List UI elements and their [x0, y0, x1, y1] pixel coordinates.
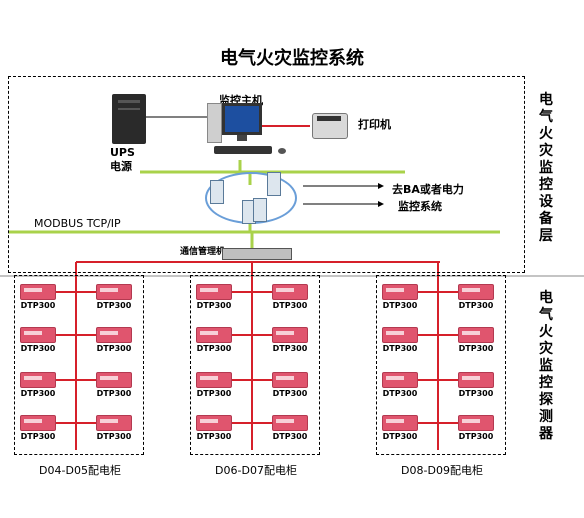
cabinet-label: D04-D05配电柜: [39, 464, 121, 477]
dtp300-device-icon: [96, 415, 132, 431]
dtp300-label: DTP300: [20, 389, 56, 398]
dtp300-device-icon: [382, 415, 418, 431]
printer-label: 打印机: [358, 118, 391, 131]
dtp300-device-icon: [272, 284, 308, 300]
dtp300-label: DTP300: [96, 389, 132, 398]
dtp300-device-icon: [458, 284, 494, 300]
dtp300-label: DTP300: [96, 432, 132, 441]
dtp300-label: DTP300: [196, 432, 232, 441]
monitor-stand: [237, 135, 247, 141]
dtp300-label: DTP300: [272, 301, 308, 310]
cabinet-label: D08-D09配电柜: [401, 464, 483, 477]
dtp300-device-icon: [196, 327, 232, 343]
dtp300-device-icon: [272, 415, 308, 431]
dtp300-label: DTP300: [196, 301, 232, 310]
dtp300-device-icon: [96, 284, 132, 300]
diagram-title: 电气火灾监控系统: [220, 48, 364, 69]
dtp300-device-icon: [20, 284, 56, 300]
dtp300-label: DTP300: [382, 344, 418, 353]
dtp300-device-icon: [196, 284, 232, 300]
ups-icon: [112, 94, 146, 144]
dtp300-device-icon: [96, 327, 132, 343]
dtp300-label: DTP300: [96, 301, 132, 310]
dtp300-device-icon: [272, 372, 308, 388]
dtp300-device-icon: [458, 327, 494, 343]
dtp300-device-icon: [20, 327, 56, 343]
keyboard-icon: [214, 146, 272, 154]
device-layer-label: 电气火灾监控设备层: [539, 92, 553, 244]
dtp300-device-icon: [382, 284, 418, 300]
dtp300-device-icon: [196, 415, 232, 431]
cabinet-region-1: [14, 275, 144, 455]
dtp300-label: DTP300: [20, 344, 56, 353]
dtp300-device-icon: [20, 415, 56, 431]
dtp300-device-icon: [96, 372, 132, 388]
ba-text-line1: 去BA或者电力: [392, 183, 464, 196]
dtp300-device-icon: [382, 327, 418, 343]
dtp300-device-icon: [458, 415, 494, 431]
dtp300-label: DTP300: [196, 344, 232, 353]
dtp300-label: DTP300: [20, 432, 56, 441]
comm-manager-icon: [222, 248, 292, 260]
bus-label: MODBUS TCP/IP: [34, 217, 121, 230]
monitor-icon: [222, 103, 262, 135]
dtp300-label: DTP300: [458, 301, 494, 310]
comm-manager-label: 通信管理机: [180, 247, 226, 257]
ups-label-line2: 电源: [110, 160, 132, 173]
dtp300-device-icon: [382, 372, 418, 388]
detector-layer-label: 电气火灾监控探测器: [539, 290, 553, 442]
dtp300-label: DTP300: [458, 432, 494, 441]
dtp300-label: DTP300: [272, 389, 308, 398]
cabinet-region-3: [376, 275, 506, 455]
dtp300-device-icon: [272, 327, 308, 343]
switch-icon: [267, 172, 281, 196]
ba-text-line2: 监控系统: [398, 200, 442, 213]
switch-icon: [253, 198, 267, 222]
dtp300-device-icon: [458, 372, 494, 388]
dtp300-label: DTP300: [96, 344, 132, 353]
mouse-icon: [278, 148, 286, 154]
dtp300-device-icon: [196, 372, 232, 388]
printer-icon: [312, 113, 348, 139]
cabinet-label: D06-D07配电柜: [215, 464, 297, 477]
device-layer-region: [8, 76, 525, 273]
dtp300-label: DTP300: [458, 344, 494, 353]
dtp300-label: DTP300: [272, 432, 308, 441]
dtp300-label: DTP300: [382, 389, 418, 398]
dtp300-label: DTP300: [382, 301, 418, 310]
dtp300-label: DTP300: [20, 301, 56, 310]
cabinet-region-2: [190, 275, 320, 455]
dtp300-label: DTP300: [382, 432, 418, 441]
dtp300-label: DTP300: [458, 389, 494, 398]
dtp300-device-icon: [20, 372, 56, 388]
ups-label-line1: UPS: [110, 146, 135, 159]
dtp300-label: DTP300: [196, 389, 232, 398]
dtp300-label: DTP300: [272, 344, 308, 353]
switch-icon: [210, 180, 224, 204]
host-tower-icon: [207, 103, 222, 143]
